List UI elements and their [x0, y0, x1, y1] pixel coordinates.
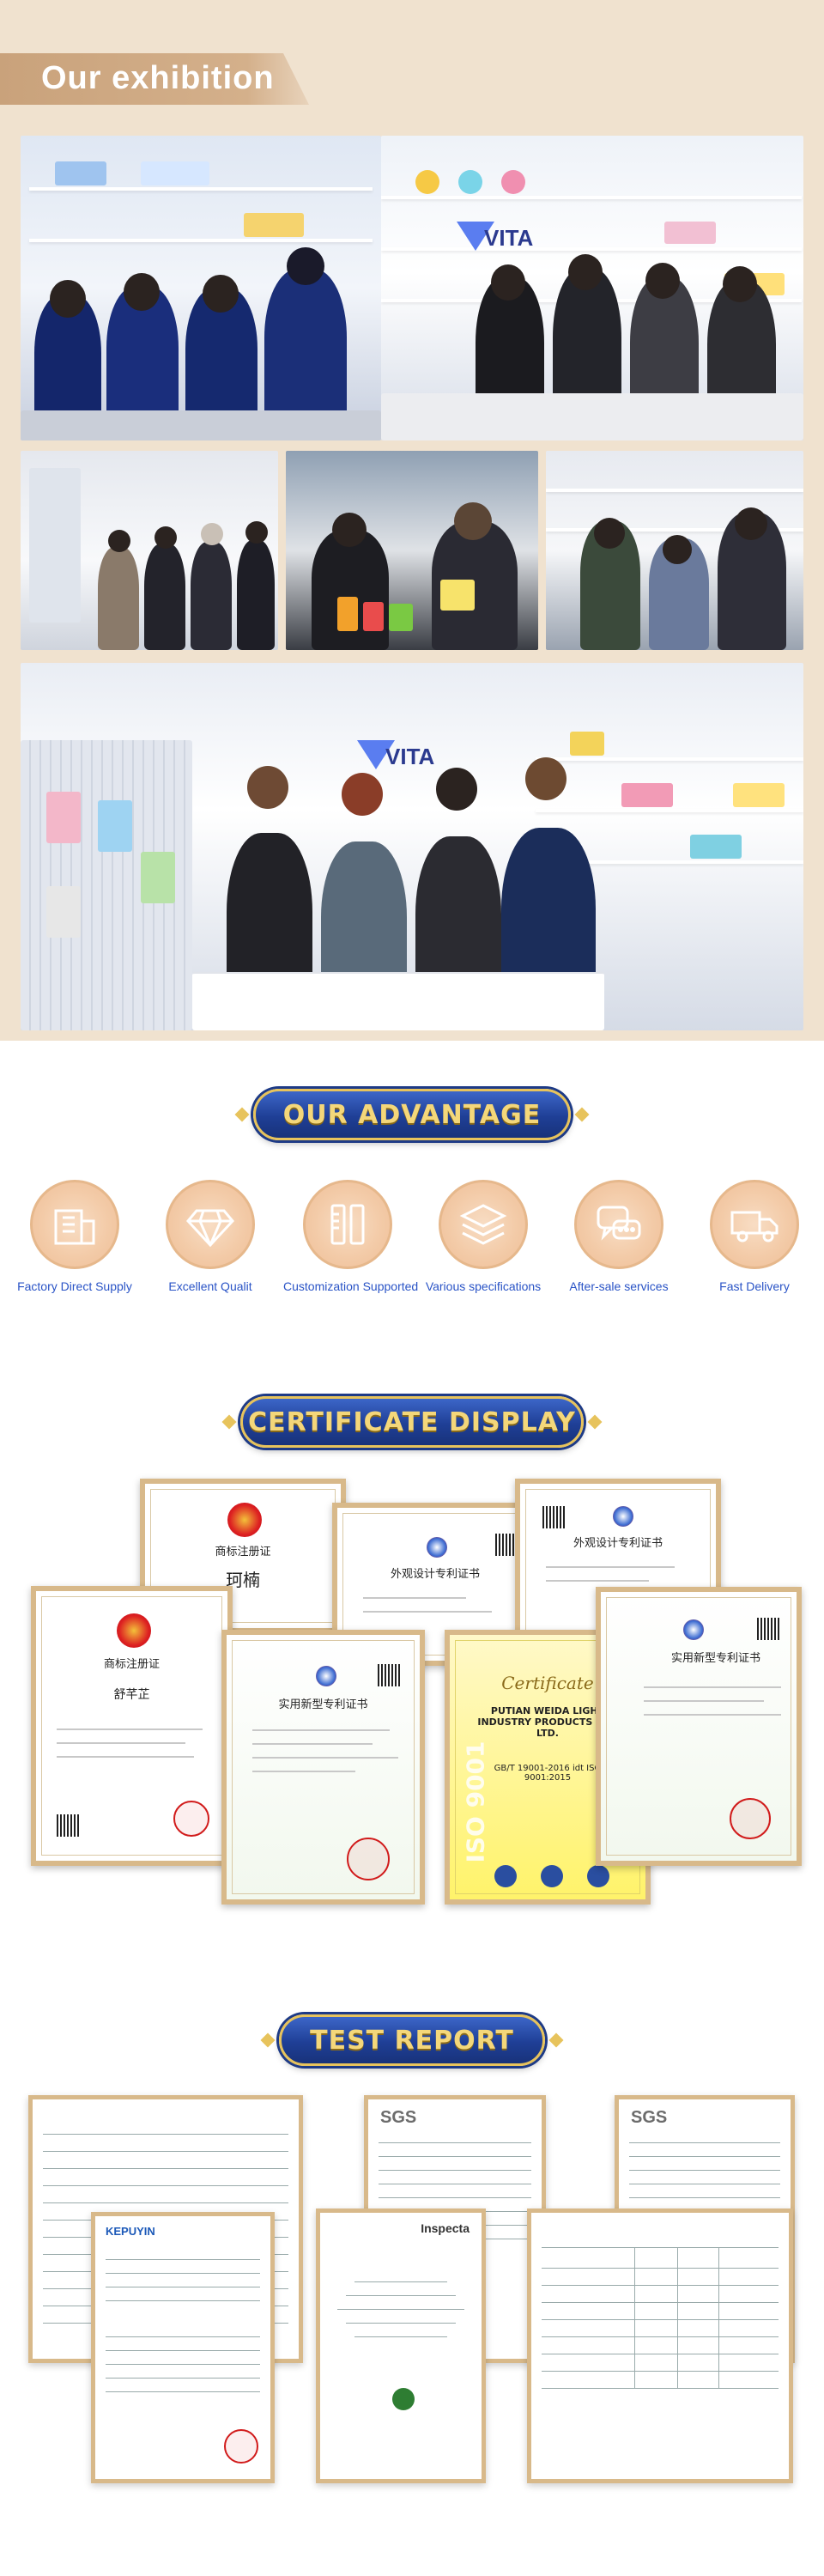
advantage-label: Excellent Qualit: [168, 1279, 252, 1293]
factory-icon: [54, 1209, 95, 1245]
qr-code-icon: [542, 1506, 565, 1528]
qr-code-icon: [757, 1618, 779, 1640]
certificate-trademark-shuqianzhi: 商标注册证 舒芊芷: [31, 1586, 233, 1866]
advantage-factory-direct-supply: Factory Direct Supply: [10, 1180, 139, 1293]
certificate-title: Certificate: [501, 1673, 594, 1693]
fsc-logo-icon: [392, 2388, 415, 2410]
qr-code-icon: [495, 1534, 518, 1556]
advantage-label: After-sale services: [569, 1279, 669, 1293]
red-seal-icon: [224, 2429, 258, 2464]
chat-icon: [597, 1206, 641, 1241]
exhibition-title: Our exhibition: [41, 60, 275, 96]
advantage-customization-supported: Customization Supported: [283, 1180, 419, 1293]
exhibition-photo-product-demo: [286, 451, 538, 650]
advantage-after-sale-services: After-sale services: [554, 1180, 683, 1293]
red-seal-icon: [730, 1798, 771, 1839]
kepuyin-logo: KEPUYIN: [106, 2225, 155, 2238]
iqnet-logo-icon: [587, 1865, 609, 1887]
advantage-label: Various specifications: [425, 1279, 542, 1293]
iaf-logo-icon: [494, 1865, 517, 1887]
advantage-label: Customization Supported: [283, 1279, 419, 1293]
red-seal-icon: [347, 1838, 390, 1880]
national-emblem-icon: [227, 1503, 262, 1537]
qr-code-icon: [378, 1664, 400, 1686]
test-report-doc-kepuyin: KEPUYIN: [91, 2212, 275, 2483]
national-emblem-icon: [117, 1613, 151, 1648]
vita-logo-icon: [457, 222, 494, 251]
qr-code-icon: [57, 1814, 79, 1837]
sgs-logo: SGS: [380, 2108, 417, 2127]
exhibition-photo-meeting: [546, 451, 803, 650]
certificate-display-title: CERTIFICATE DISPLAY: [248, 1406, 576, 1437]
exhibition-photo-visitors: [21, 451, 278, 650]
certificate-utility-patent-1: 实用新型专利证书: [221, 1630, 425, 1905]
inspecta-logo: Inspecta: [421, 2221, 470, 2235]
certificate-standard: GB/T 19001-2016 idt ISO 9001:2015: [494, 1764, 602, 1783]
exhibition-photo-visitors-vita-booth: VITA: [21, 663, 803, 1030]
sgs-logo: SGS: [631, 2108, 668, 2127]
advantage-excellent-quality: Excellent Qualit: [146, 1180, 275, 1293]
tools-icon: [330, 1204, 365, 1245]
our-advantage-banner: OUR ADVANTAGE: [253, 1089, 571, 1140]
exhibition-photo-team-booth: [21, 136, 381, 440]
patent-emblem-icon: [427, 1537, 447, 1558]
test-report-title: TEST REPORT: [310, 2025, 514, 2056]
patent-emblem-icon: [683, 1619, 704, 1640]
trademark-name: 舒芊芷: [113, 1688, 150, 1702]
vita-logo-text: VITA: [484, 225, 534, 251]
certificate-title: 外观设计专利证书: [390, 1568, 480, 1581]
advantage-label: Factory Direct Supply: [17, 1279, 132, 1293]
patent-emblem-icon: [316, 1666, 336, 1686]
certificate-title: 商标注册证: [103, 1658, 160, 1671]
advantage-fast-delivery: Fast Delivery: [690, 1180, 819, 1293]
our-advantage-title: OUR ADVANTAGE: [282, 1099, 542, 1130]
test-report-doc-inspecta: Inspecta: [316, 2208, 486, 2483]
certificate-title: 实用新型专利证书: [670, 1652, 760, 1665]
certificate-title: 实用新型专利证书: [278, 1698, 368, 1711]
patent-emblem-icon: [613, 1506, 633, 1527]
diamond-icon: [186, 1209, 234, 1248]
exhibition-title-bar: [0, 53, 309, 105]
exhibition-photo-vita-booth: VITA: [381, 136, 803, 440]
advantage-various-specifications: Various specifications: [419, 1180, 548, 1293]
test-report-doc-results-table: [527, 2208, 793, 2483]
certificate-display-banner: CERTIFICATE DISPLAY: [240, 1396, 584, 1448]
iso-badge: ISO 9001: [461, 1741, 490, 1863]
red-seal-icon: [173, 1801, 209, 1837]
test-report-banner: TEST REPORT: [279, 2014, 545, 2066]
certificate-utility-patent-2: 实用新型专利证书: [596, 1587, 802, 1866]
certificate-title: 商标注册证: [215, 1546, 271, 1558]
exhibition-section: Our exhibition VITA: [0, 0, 824, 1041]
cnas-logo-icon: [541, 1865, 563, 1887]
vita-logo-text: VITA: [385, 744, 435, 769]
layers-icon: [459, 1204, 507, 1245]
vita-logo-icon: [357, 740, 395, 769]
certificate-title: 外观设计专利证书: [573, 1537, 663, 1550]
certificate-company: PUTIAN WEIDA LIGHT INDUSTRY PRODUCTS CO.…: [477, 1705, 618, 1739]
truck-icon: [730, 1211, 779, 1242]
advantage-label: Fast Delivery: [719, 1279, 790, 1293]
